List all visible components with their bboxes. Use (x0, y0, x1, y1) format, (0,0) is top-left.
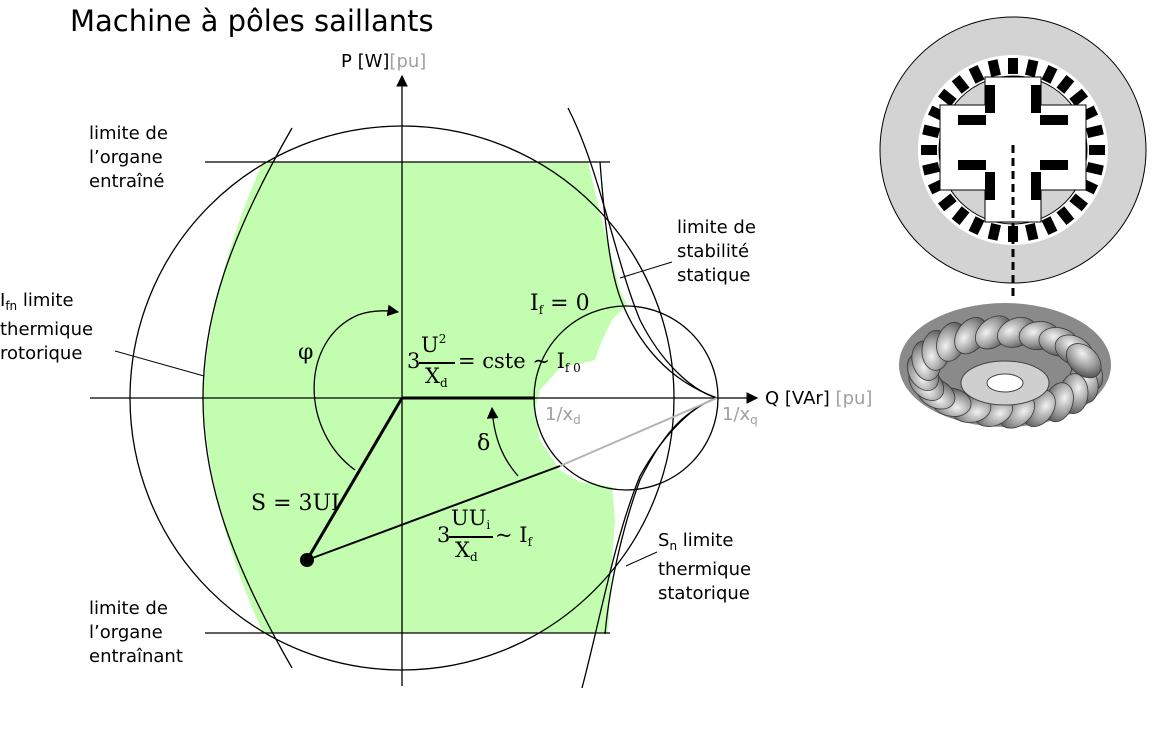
cste-rest: = cste ~ I (458, 349, 565, 373)
stator-slot (1085, 124, 1104, 138)
if-zero-rest: = 0 (543, 291, 590, 316)
delta-label: δ (477, 431, 491, 456)
stator-slot (968, 216, 985, 236)
stator-slot (951, 206, 970, 226)
uui-den-sub: d (469, 550, 478, 564)
s-phasor (305, 397, 404, 561)
driving-line-3: entraînant (89, 646, 183, 667)
stability-line-2: stabilité (677, 241, 750, 262)
stator-slot (937, 193, 957, 212)
stability-leader-line (619, 261, 673, 279)
rotor-thermal-limit-label: Ifn limite thermique rotorique (0, 289, 93, 366)
stator-line-3: statorique (658, 583, 750, 604)
stator-slot (1025, 59, 1039, 78)
delta-angle-arc (486, 406, 519, 477)
sn-subscript: n (669, 539, 678, 553)
p-axis-text: P [W] (341, 51, 390, 72)
cste-num: U (421, 333, 439, 357)
uui-phasor (306, 465, 561, 561)
sn-rest: limite (677, 530, 734, 551)
cste-den: X (425, 364, 440, 388)
stator-slot (1041, 64, 1058, 84)
rotor-line-3: rotorique (0, 343, 83, 364)
one-over-xd-sub: d (573, 413, 581, 427)
driven-line-2: l’organe (89, 147, 163, 168)
uui-formula: 3 UUi Xd ~ If (437, 506, 567, 572)
uui-den: X (455, 538, 470, 562)
cste-den-sub: d (439, 376, 448, 390)
stator-slot (1008, 58, 1018, 74)
stator-thermal-limit-label: Sn limite thermique statorique (658, 529, 751, 606)
phi-label: φ (298, 340, 314, 365)
stator-slot (1056, 206, 1075, 226)
cste-formula: 3 U2 Xd = cste ~ If 0 (407, 332, 597, 398)
phi-angle-arc (313, 304, 400, 471)
cste-fraction-bar (419, 362, 455, 364)
one-over-xd-mark: 1/xd (545, 403, 581, 432)
stator-slot (987, 59, 1001, 78)
static-stability-limit-label: limite de stabilité statique (677, 216, 756, 288)
q-axis-unit: [pu] (835, 388, 873, 409)
stator-slot (937, 88, 957, 107)
uui-fraction-bar (449, 536, 493, 538)
driving-line-1: limite de (89, 598, 168, 619)
stator-slot (1069, 193, 1089, 212)
stator-slot (951, 74, 970, 94)
rotor-cross-section-icon (879, 16, 1147, 300)
driving-line-2: l’organe (89, 622, 163, 643)
stator-slot (1041, 216, 1058, 236)
one-over-xq-sub: q (750, 413, 758, 427)
stator-slot (1069, 88, 1089, 107)
if-zero-symbol: I (530, 291, 539, 316)
operating-point (300, 553, 314, 567)
rotor-line-2: thermique (0, 319, 94, 340)
stator-slot (922, 124, 941, 138)
turbine-bucket (1065, 343, 1102, 379)
stator-slot (987, 222, 1001, 241)
ifn-subscript: fn (5, 299, 18, 313)
rotor-limit-leader-line (114, 350, 205, 377)
uui-num-sub: i (486, 518, 491, 532)
stability-line-1: limite de (677, 217, 756, 238)
if-zero-sub: f (538, 303, 544, 317)
stator-slot (1025, 222, 1039, 241)
sn-symbol: S (658, 530, 670, 551)
one-over-xq-text: 1/x (722, 404, 751, 425)
if-zero-label: If = 0 (530, 292, 590, 322)
one-over-xq-mark: 1/xq (722, 403, 758, 432)
stator-slot (1085, 162, 1104, 176)
ifn-symbol: I (0, 290, 6, 311)
stator-limit-leader-line (625, 551, 658, 567)
page-title: Machine à pôles saillants (70, 4, 434, 38)
cste-num-sup: 2 (438, 332, 447, 346)
one-over-xq-line (559, 397, 718, 467)
driven-line-1: limite de (89, 123, 168, 144)
one-over-xd-text: 1/x (545, 404, 574, 425)
driven-line-3: entraîné (89, 171, 165, 192)
uui-num: UU (451, 506, 487, 530)
stator-slot (1008, 226, 1018, 242)
uui-coef: 3 (437, 523, 451, 547)
q-axis-text: Q [VAr] (765, 388, 830, 409)
cste-coef: 3 (407, 349, 421, 373)
driving-machine-limit-label: limite de l’organe entraînant (89, 597, 183, 669)
stator-slot (968, 64, 985, 84)
p-axis-unit: [pu] (389, 51, 427, 72)
stator-slot (922, 162, 941, 176)
stator-slot (1056, 74, 1075, 94)
uui-rest-sub: f (527, 535, 533, 549)
stator-slot (921, 145, 937, 155)
driven-machine-limit-label: limite de l’organe entraîné (89, 122, 168, 194)
stator-line-2: thermique (658, 559, 752, 580)
p-axis-label: P [W][pu] (341, 50, 426, 74)
q-axis-label: Q [VAr] [pu] (765, 387, 872, 411)
s-equals-3ui-label: S = 3UI (251, 491, 340, 516)
ifn-rest: limite (17, 290, 74, 311)
stator-slot (1089, 145, 1105, 155)
uui-rest: ~ I (495, 523, 528, 547)
cste-rest-sub: f 0 (564, 361, 581, 375)
stability-line-3: statique (677, 265, 751, 286)
pelton-turbine-icon (899, 303, 1111, 429)
